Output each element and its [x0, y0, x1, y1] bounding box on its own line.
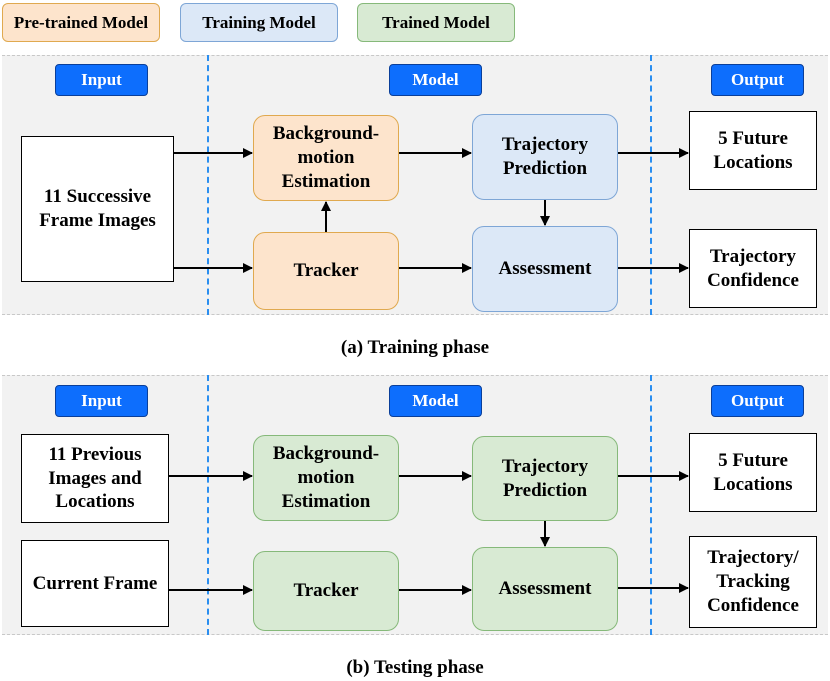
testing-input-tag-label: Input: [81, 391, 122, 410]
testing-divider-right: [650, 375, 652, 635]
legend-pretrained-label: Pre-trained Model: [13, 12, 149, 32]
legend-trained-label: Trained Model: [382, 12, 490, 32]
training-output-tag: Output: [711, 64, 804, 96]
testing-trajectory-label: Trajectory Prediction: [501, 455, 589, 501]
training-input-frames: 11 Successive Frame Images: [21, 136, 174, 282]
training-trajectory-node: Trajectory Prediction: [472, 114, 618, 200]
training-divider-left: [207, 55, 209, 315]
legend-training: Training Model: [180, 3, 338, 42]
testing-trajectory-node: Trajectory Prediction: [472, 436, 618, 521]
training-output-locations-label: 5 Future Locations: [713, 127, 793, 173]
testing-output-locations: 5 Future Locations: [689, 433, 817, 512]
testing-input-current-label: Current Frame: [32, 572, 158, 594]
testing-bg-motion-node: Background- motion Estimation: [253, 435, 399, 521]
training-assessment-node: Assessment: [472, 226, 618, 312]
training-model-tag: Model: [389, 64, 482, 96]
legend-training-label: Training Model: [202, 12, 316, 32]
testing-bg-motion-label: Background- motion Estimation: [272, 443, 380, 512]
training-tracker-label: Tracker: [293, 260, 359, 282]
legend-trained: Trained Model: [357, 3, 515, 42]
training-phase-caption: (a) Training phase: [340, 337, 490, 358]
training-input-tag-label: Input: [81, 70, 122, 89]
testing-assessment-label: Assessment: [498, 578, 592, 600]
training-output-confidence: Trajectory Confidence: [689, 229, 817, 308]
testing-output-confidence: Trajectory/ Tracking Confidence: [689, 536, 817, 628]
training-output-tag-label: Output: [731, 70, 784, 89]
training-output-confidence-label: Trajectory Confidence: [707, 245, 799, 291]
testing-model-tag-label: Model: [412, 391, 459, 410]
training-bg-motion-node: Background- motion Estimation: [253, 115, 399, 201]
testing-input-previous: 11 Previous Images and Locations: [21, 434, 169, 523]
training-assessment-label: Assessment: [498, 258, 592, 280]
training-input-frames-label: 11 Successive Frame Images: [39, 186, 156, 231]
testing-output-locations-label: 5 Future Locations: [713, 449, 793, 495]
testing-tracker-node: Tracker: [253, 551, 399, 631]
training-output-locations: 5 Future Locations: [689, 111, 817, 190]
testing-assessment-node: Assessment: [472, 547, 618, 631]
testing-output-confidence-label: Trajectory/ Tracking Confidence: [707, 547, 799, 616]
training-model-tag-label: Model: [412, 70, 459, 89]
testing-input-previous-label: 11 Previous Images and Locations: [48, 443, 142, 513]
legend-pretrained: Pre-trained Model: [2, 3, 160, 42]
testing-input-current: Current Frame: [21, 540, 169, 627]
training-divider-right: [650, 55, 652, 315]
testing-output-tag: Output: [711, 385, 804, 417]
testing-output-tag-label: Output: [731, 391, 784, 410]
testing-input-tag: Input: [55, 385, 148, 417]
testing-model-tag: Model: [389, 385, 482, 417]
training-bg-motion-label: Background- motion Estimation: [272, 123, 380, 192]
testing-phase-caption: (b) Testing phase: [346, 657, 484, 678]
testing-tracker-label: Tracker: [293, 580, 359, 602]
training-tracker-node: Tracker: [253, 232, 399, 310]
testing-divider-left: [207, 375, 209, 635]
training-input-tag: Input: [55, 64, 148, 96]
training-trajectory-label: Trajectory Prediction: [501, 134, 589, 179]
